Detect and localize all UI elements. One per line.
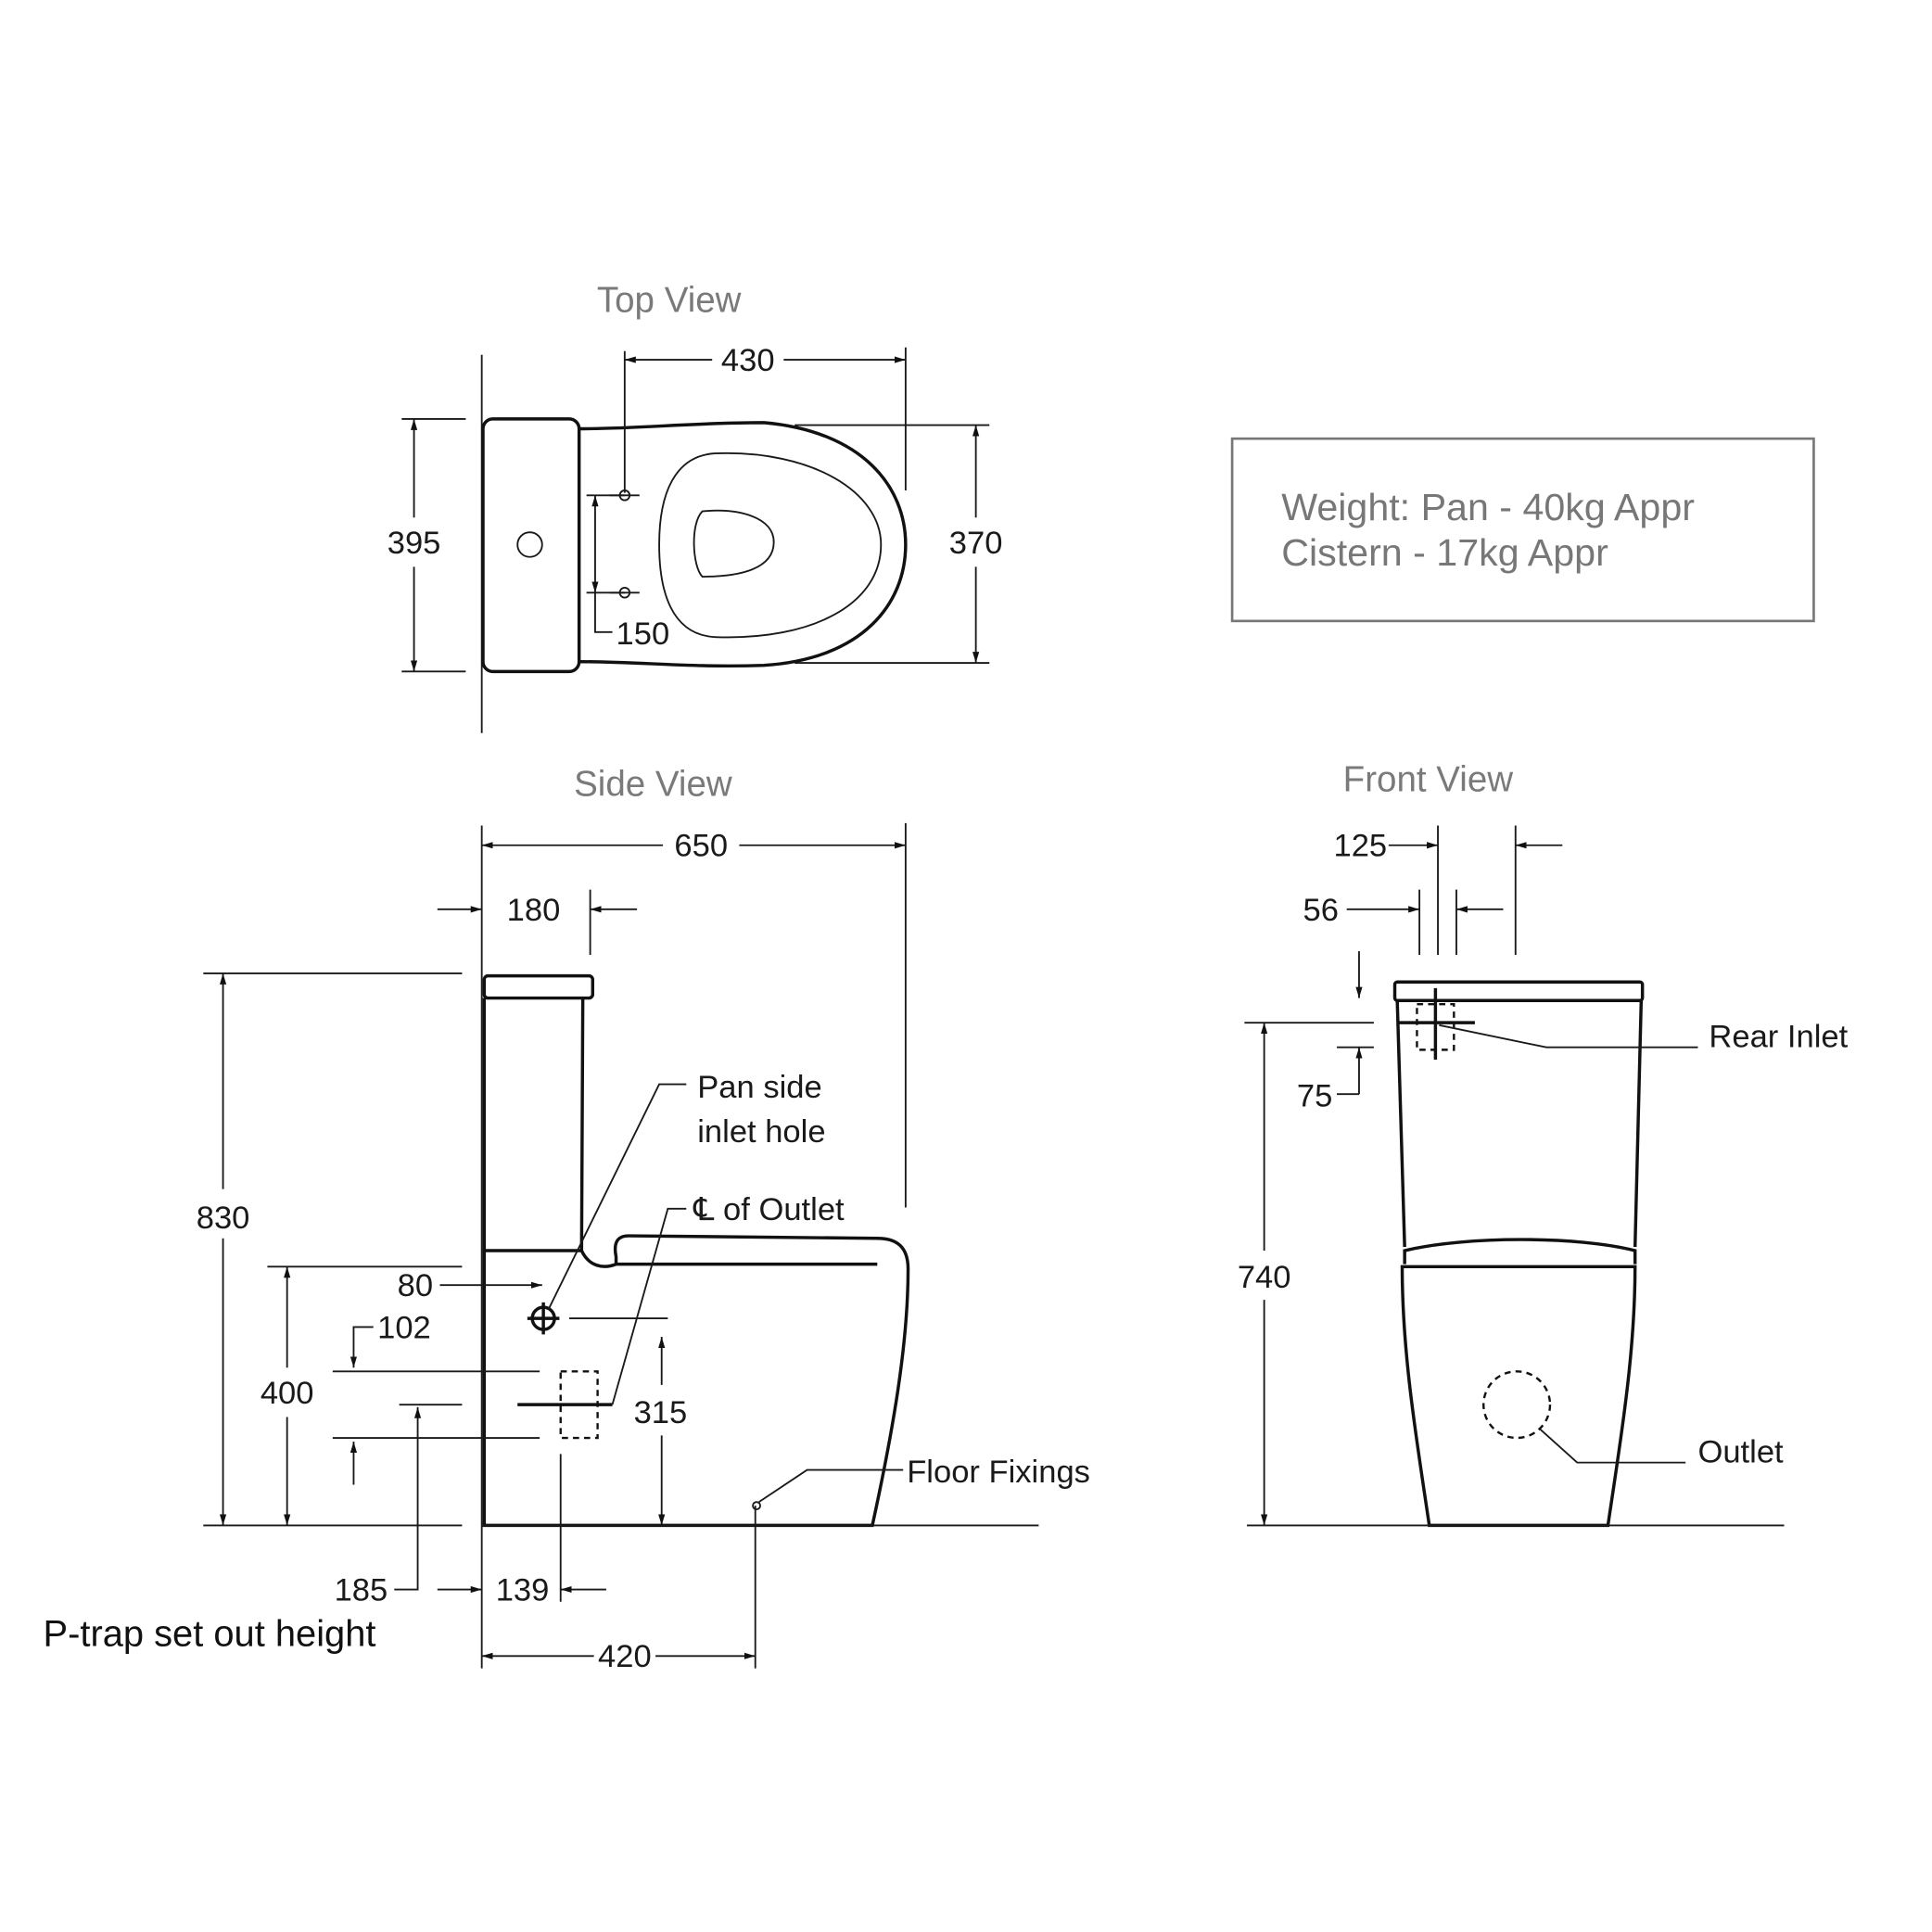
dim-56: 56: [1303, 893, 1339, 928]
dim-102: 102: [377, 1310, 431, 1345]
dim-740: 740: [1238, 1260, 1291, 1295]
dim-395: 395: [388, 526, 441, 561]
rear-inlet-label: Rear Inlet: [1709, 1020, 1848, 1055]
pan-top: [578, 421, 908, 668]
dim-150: 150: [616, 616, 670, 652]
dim-180: 180: [507, 893, 561, 928]
floor-fixing-icon: [752, 1501, 761, 1511]
inlet-label-1: Pan side: [697, 1070, 821, 1105]
outlet-label: Outlet: [1697, 1435, 1784, 1470]
dim-125: 125: [1333, 829, 1387, 864]
dim-430: 430: [721, 343, 775, 378]
outlet-cl-label: ℄ of Outlet: [693, 1192, 845, 1227]
floor-fixings-label: Floor Fixings: [907, 1455, 1090, 1490]
top-view: Top View 150 430 395 370: [388, 280, 1003, 733]
dim-139: 139: [496, 1572, 550, 1608]
inlet-label-2: inlet hole: [697, 1114, 825, 1150]
dim-75: 75: [1297, 1079, 1332, 1114]
front-view-title: Front View: [1343, 759, 1514, 799]
dim-185: 185: [335, 1572, 388, 1608]
outlet-dashed-circle: [1482, 1370, 1552, 1440]
dim-80: 80: [398, 1268, 433, 1303]
dim-650: 650: [674, 829, 728, 864]
front-view: Front View 125 56 Outlet Rear Inlet 75 7…: [1238, 759, 1849, 1528]
dim-370: 370: [949, 526, 1003, 561]
top-view-title: Top View: [597, 280, 742, 320]
dim-315: 315: [634, 1395, 688, 1430]
dim-830: 830: [197, 1201, 250, 1236]
weight-info-box: Weight: Pan - 40kg Appr Cistern - 17kg A…: [1230, 437, 1815, 623]
weight-cistern: Cistern - 17kg Appr: [1281, 531, 1608, 574]
dim-400: 400: [261, 1376, 314, 1411]
side-view-title: Side View: [574, 765, 732, 805]
flush-button-icon: [516, 531, 543, 558]
weight-pan: Weight: Pan - 40kg Appr: [1281, 486, 1695, 528]
dim-420: 420: [598, 1639, 652, 1674]
side-view: Side View 650 180 830 400 80 315 102 185…: [44, 765, 1090, 1675]
cistern-top: [481, 417, 581, 674]
ptrap-label: P-trap set out height: [44, 1614, 376, 1655]
